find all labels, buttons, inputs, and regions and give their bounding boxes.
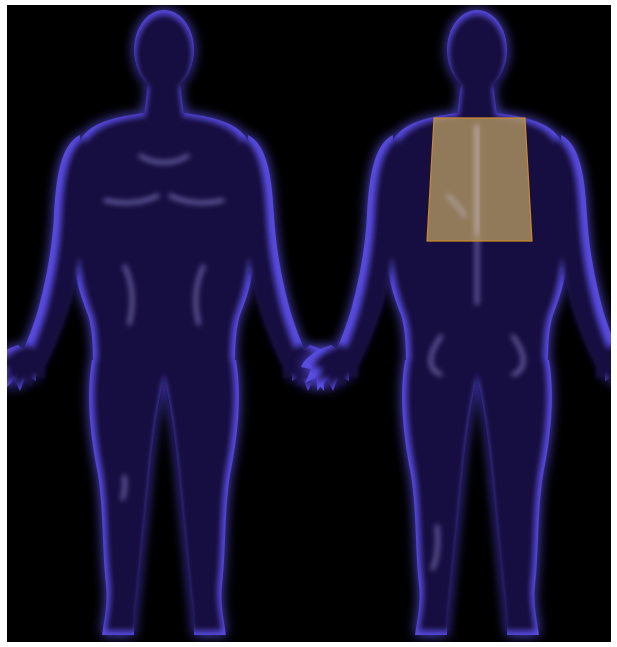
back-figure[interactable] bbox=[301, 10, 611, 635]
front-figure[interactable] bbox=[7, 10, 340, 635]
body-diagram bbox=[7, 5, 611, 642]
highlighted-region-upper-back[interactable] bbox=[427, 118, 532, 241]
body-map-panel bbox=[7, 5, 611, 642]
